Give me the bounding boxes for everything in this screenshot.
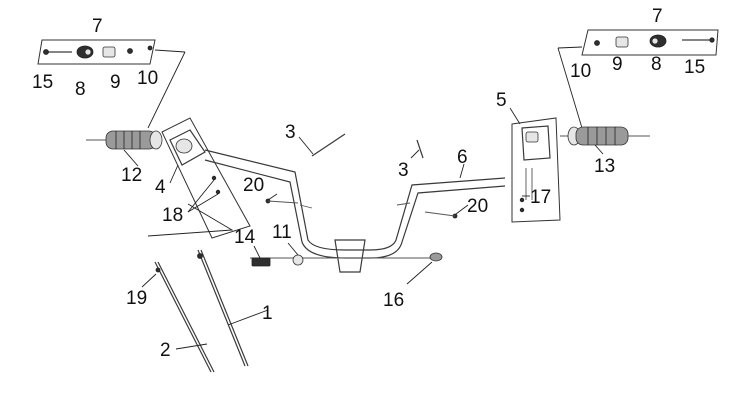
callout-14: 14	[234, 227, 256, 248]
callout-13: 13	[594, 156, 615, 177]
left-switch-housing	[161, 117, 251, 239]
callout-9-left: 9	[110, 72, 121, 93]
callout-3-left: 3	[285, 122, 296, 143]
callout-10-left: 10	[137, 68, 158, 89]
callout-4: 4	[155, 177, 166, 198]
callout-3-right: 3	[398, 160, 409, 181]
handlebar-pipe	[204, 149, 506, 273]
callout-16: 16	[383, 290, 404, 311]
callout-6: 6	[457, 147, 468, 168]
callout-1: 1	[262, 303, 273, 324]
callout-11: 11	[272, 222, 292, 243]
callout-7-left: 7	[92, 16, 103, 37]
callout-18: 18	[162, 205, 183, 226]
callout-19: 19	[126, 288, 147, 309]
callout-labels: 1 2 3 3 4 5 6 7 7 8 8 9 9 10 10 11 12 13…	[32, 6, 705, 361]
callout-20-right: 20	[467, 196, 488, 217]
callout-20-left: 20	[243, 175, 264, 196]
left-grip-kit-box	[37, 39, 186, 129]
callout-5: 5	[496, 90, 507, 111]
callout-17: 17	[530, 187, 551, 208]
right-switch-housing	[511, 117, 561, 223]
callout-15-left: 15	[32, 72, 53, 93]
right-grip-kit-box	[557, 29, 719, 139]
small-hardware	[251, 133, 458, 267]
left-grip	[86, 130, 163, 150]
callout-8-left: 8	[75, 79, 86, 100]
callout-2: 2	[160, 340, 171, 361]
callout-10-right: 10	[570, 61, 591, 82]
cables	[147, 203, 249, 373]
callout-9-right: 9	[612, 54, 623, 75]
callout-leaders	[123, 107, 604, 350]
callout-7-right: 7	[652, 6, 663, 27]
right-grip	[560, 126, 650, 146]
callout-15-right: 15	[684, 57, 705, 78]
callout-8-right: 8	[651, 54, 662, 75]
callout-12: 12	[121, 165, 142, 186]
